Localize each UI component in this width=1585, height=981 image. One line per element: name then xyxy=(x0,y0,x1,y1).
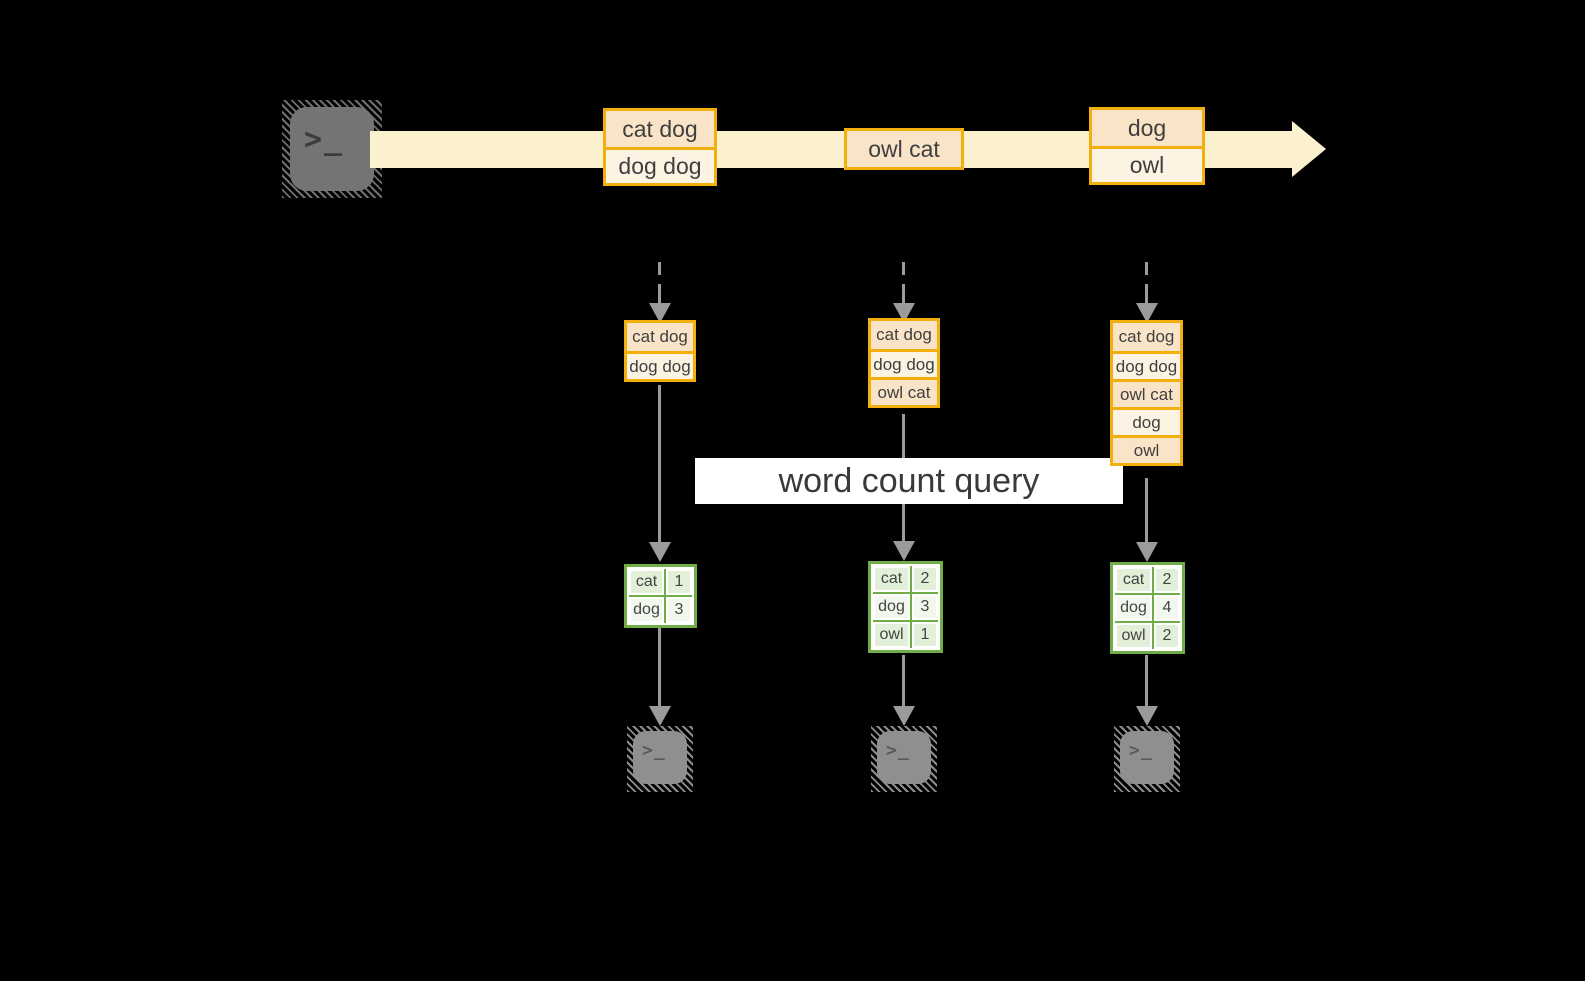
dashed-arrow-1-head-icon xyxy=(649,303,671,323)
count-row: cat 1 xyxy=(629,569,692,595)
event-row: cat dog xyxy=(606,111,714,147)
count-value-cell: 1 xyxy=(912,622,938,648)
query-label: word count query xyxy=(695,458,1123,504)
buffer-row: dog xyxy=(1113,407,1180,435)
sink-arrow-3 xyxy=(1145,655,1148,706)
buffer-row: dog dog xyxy=(627,351,693,379)
count-row: dog 3 xyxy=(873,594,938,620)
dashed-arrow-1 xyxy=(658,262,661,275)
count-value-cell: 1 xyxy=(666,569,692,595)
sink-terminal-icon-2: >_ xyxy=(871,726,937,792)
stream-event-box-2: owl cat xyxy=(844,128,964,170)
stream-event-box-1: cat dog dog dog xyxy=(603,108,717,186)
count-row: cat 2 xyxy=(1115,567,1180,593)
dashed-arrow-2 xyxy=(902,284,905,304)
buffer-row: cat dog xyxy=(1113,323,1180,351)
terminal-prompt-icon: >_ xyxy=(886,740,910,761)
terminal-screen xyxy=(290,107,374,191)
event-row: dog xyxy=(1092,110,1202,146)
count-word-cell: cat xyxy=(629,569,664,595)
sink-arrow-3-head-icon xyxy=(1136,706,1158,726)
dashed-arrow-3 xyxy=(1145,262,1148,275)
count-word-cell: dog xyxy=(1115,595,1152,621)
connector-arrow-3 xyxy=(1145,478,1148,543)
buffer-row: owl cat xyxy=(1113,379,1180,407)
dashed-arrow-3-head-icon xyxy=(1136,303,1158,323)
count-value-cell: 2 xyxy=(912,566,938,592)
sink-arrow-1-head-icon xyxy=(649,706,671,726)
buffer-row: dog dog xyxy=(1113,351,1180,379)
buffer-box-1: cat dog dog dog xyxy=(624,320,696,382)
sink-terminal-icon-3: >_ xyxy=(1114,726,1180,792)
connector-arrow-1 xyxy=(658,385,661,543)
terminal-screen xyxy=(877,731,931,784)
connector-arrow-3-head-icon xyxy=(1136,542,1158,562)
terminal-prompt-icon: >_ xyxy=(642,740,666,761)
count-value-cell: 3 xyxy=(912,594,938,620)
count-word-cell: dog xyxy=(873,594,910,620)
buffer-box-2: cat dog dog dog owl cat xyxy=(868,318,940,408)
count-row: owl 1 xyxy=(873,622,938,648)
sink-arrow-2-head-icon xyxy=(893,706,915,726)
sink-arrow-2 xyxy=(902,655,905,706)
dashed-arrow-3 xyxy=(1145,284,1148,304)
count-row: dog 3 xyxy=(629,597,692,623)
buffer-row: cat dog xyxy=(871,321,937,349)
terminal-prompt-icon: >_ xyxy=(1129,740,1153,761)
count-row: dog 4 xyxy=(1115,595,1180,621)
terminal-screen xyxy=(1120,731,1174,784)
count-word-cell: cat xyxy=(873,566,910,592)
count-word-cell: owl xyxy=(873,622,910,648)
buffer-box-3: cat dog dog dog owl cat dog owl xyxy=(1110,320,1183,466)
count-word-cell: owl xyxy=(1115,623,1152,649)
buffer-row: dog dog xyxy=(871,349,937,377)
dashed-arrow-2 xyxy=(902,262,905,275)
connector-arrow-1-head-icon xyxy=(649,542,671,562)
connector-arrow-2-head-icon xyxy=(893,541,915,561)
terminal-prompt-icon: >_ xyxy=(304,122,345,157)
stream-event-box-3: dog owl xyxy=(1089,107,1205,185)
buffer-row: owl xyxy=(1113,435,1180,463)
count-word-cell: dog xyxy=(629,597,664,623)
count-table-2: cat 2 dog 3 owl 1 xyxy=(868,561,943,653)
event-row: dog dog xyxy=(606,147,714,183)
count-value-cell: 3 xyxy=(666,597,692,623)
count-table-1: cat 1 dog 3 xyxy=(624,564,697,628)
event-row: owl cat xyxy=(847,131,961,167)
count-word-cell: cat xyxy=(1115,567,1152,593)
dashed-arrow-1 xyxy=(658,284,661,304)
event-row: owl xyxy=(1092,146,1202,182)
buffer-row: cat dog xyxy=(627,323,693,351)
count-value-cell: 2 xyxy=(1154,567,1180,593)
count-row: cat 2 xyxy=(873,566,938,592)
stream-arrow-head-icon xyxy=(1292,121,1326,177)
source-terminal-icon: >_ xyxy=(282,100,382,198)
count-value-cell: 2 xyxy=(1154,623,1180,649)
sink-terminal-icon-1: >_ xyxy=(627,726,693,792)
buffer-row: owl cat xyxy=(871,377,937,405)
count-value-cell: 4 xyxy=(1154,595,1180,621)
terminal-screen xyxy=(633,731,687,784)
count-table-3: cat 2 dog 4 owl 2 xyxy=(1110,562,1185,654)
count-row: owl 2 xyxy=(1115,623,1180,649)
sink-arrow-1 xyxy=(658,628,661,706)
